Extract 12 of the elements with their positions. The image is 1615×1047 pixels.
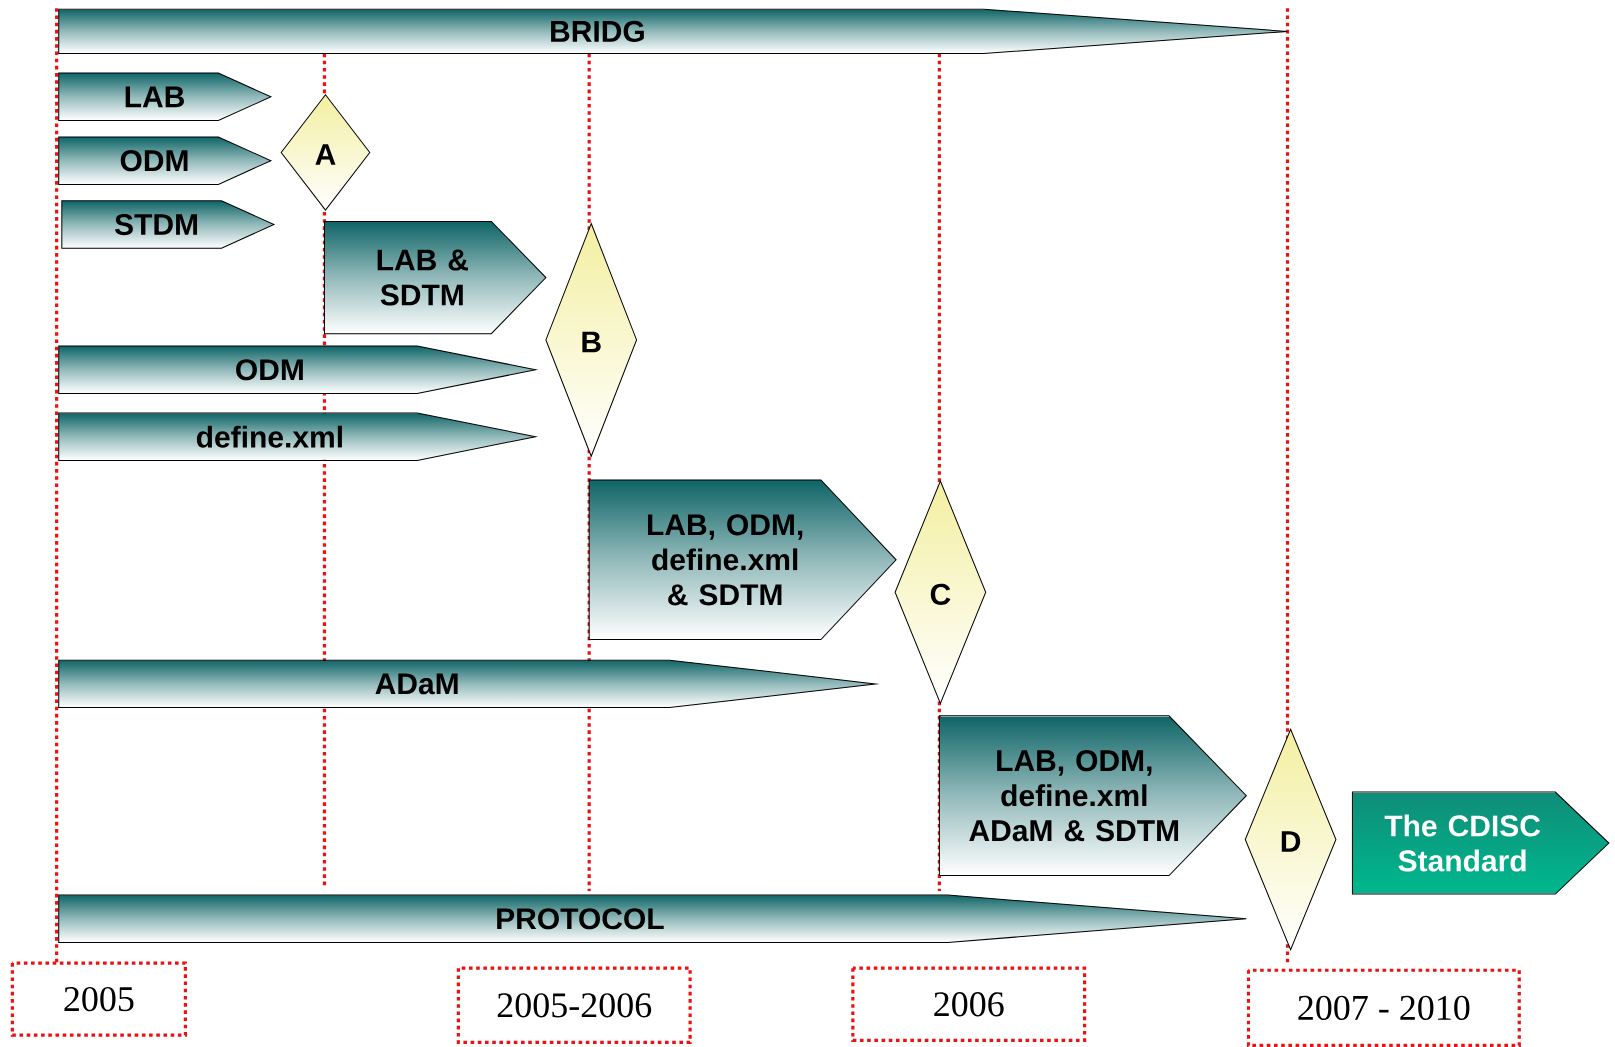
chevron-bar: define.xml — [58, 412, 537, 461]
year-box: 2007 - 2010 — [1246, 968, 1521, 1047]
year-box: 2005-2006 — [456, 966, 692, 1044]
chevron-bar: LAB — [58, 72, 272, 121]
year-box: 2005 — [10, 961, 187, 1037]
chevron-bar: The CDISC Standard — [1351, 791, 1610, 895]
chevron-bar: STDM — [61, 200, 275, 249]
chevron-bar: BRIDG — [58, 8, 1288, 55]
chevron-bar: LAB & SDTM — [323, 220, 547, 335]
chevron-bar: ODM — [58, 345, 537, 394]
year-box: 2006 — [851, 966, 1087, 1042]
chevron-bar: ODM — [58, 136, 272, 185]
